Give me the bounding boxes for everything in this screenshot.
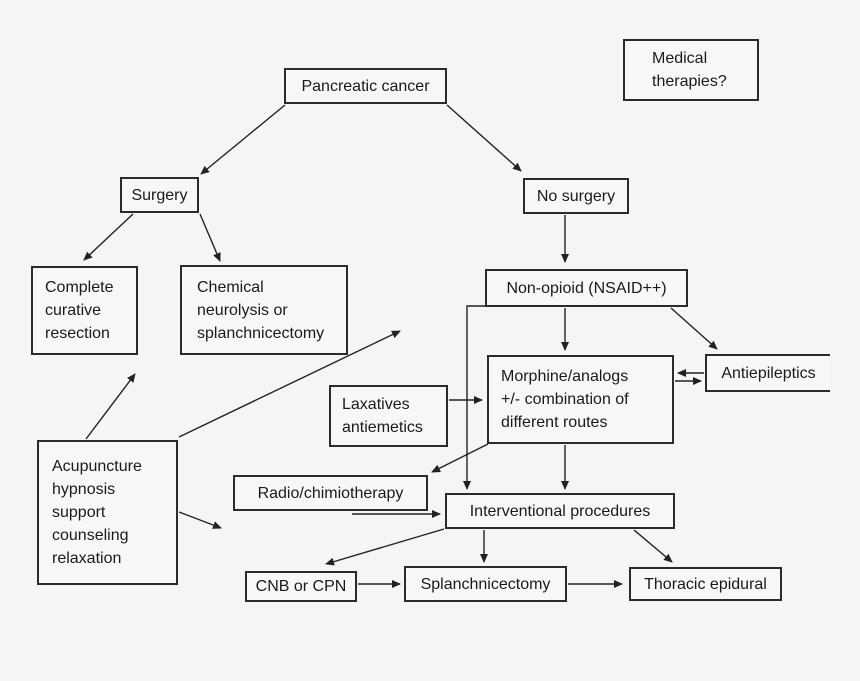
node-morphine-analogs: Morphine/analogs +/- combination of diff…: [487, 355, 674, 444]
node-complete-curative-resection-label: Complete curative resection: [45, 279, 114, 342]
node-laxatives-antiemetics: Laxatives antiemetics: [329, 385, 448, 447]
arrow-pancreatic-to-surgery: [200, 104, 286, 175]
arrow-interventional-to-cnb: [325, 528, 445, 566]
arrow-surgery-to-chemical-neurolysis: [199, 213, 221, 262]
arrow-non-opioid-to-interventional: [463, 305, 486, 490]
arrow-pancreatic-to-no-surgery: [446, 104, 522, 172]
node-interventional-procedures: Interventional procedures: [445, 493, 675, 529]
node-complete-curative-resection: Complete curative resection: [31, 266, 138, 355]
node-pancreatic-cancer-label: Pancreatic cancer: [301, 77, 430, 95]
arrow-morphine-to-radiochimiotherapy: [431, 443, 489, 473]
node-thoracic-epidural-label: Thoracic epidural: [644, 575, 767, 593]
node-cnb-or-cpn: CNB or CPN: [245, 571, 357, 602]
node-cnb-or-cpn-label: CNB or CPN: [255, 578, 347, 595]
node-antiepileptics-label: Antiepileptics: [721, 364, 816, 382]
node-medical-therapies-label: Medical therapies?: [652, 50, 727, 90]
node-chemical-neurolysis: Chemical neurolysis or splanchnicectomy: [180, 265, 348, 355]
node-no-surgery: No surgery: [523, 178, 629, 214]
node-splanchnicectomy: Splanchnicectomy: [404, 566, 567, 602]
arrow-acupuncture-to-morphine-area: [178, 330, 401, 438]
node-splanchnicectomy-label: Splanchnicectomy: [420, 575, 551, 593]
node-acupuncture-group: Acupuncture hypnosis support counseling …: [37, 440, 178, 585]
node-morphine-analogs-label: Morphine/analogs +/- combination of diff…: [501, 368, 629, 431]
arrow-non-opioid-to-antiepileptics: [670, 307, 718, 350]
node-non-opioid-label: Non-opioid (NSAID++): [506, 279, 667, 297]
node-laxatives-antiemetics-label: Laxatives antiemetics: [342, 396, 423, 436]
node-no-surgery-label: No surgery: [536, 187, 616, 205]
node-antiepileptics: Antiepileptics: [705, 354, 830, 392]
node-medical-therapies: Medical therapies?: [623, 39, 759, 101]
arrow-interventional-to-thoracic: [633, 529, 673, 563]
arrow-surgery-to-complete-resection: [83, 213, 134, 261]
arrow-acupuncture-to-interventional-area: [178, 511, 222, 529]
node-acupuncture-group-label: Acupuncture hypnosis support counseling …: [52, 458, 142, 567]
node-thoracic-epidural: Thoracic epidural: [629, 567, 782, 601]
node-radio-chimiotherapy: Radio/chimiotherapy: [233, 475, 428, 511]
node-surgery-label: Surgery: [131, 186, 188, 204]
arrow-acupuncture-to-complete-resection: [85, 373, 136, 440]
node-interventional-procedures-label: Interventional procedures: [469, 502, 651, 520]
node-radio-chimiotherapy-label: Radio/chimiotherapy: [257, 484, 404, 502]
node-pancreatic-cancer: Pancreatic cancer: [284, 68, 447, 104]
node-chemical-neurolysis-label: Chemical neurolysis or splanchnicectomy: [197, 278, 325, 342]
node-surgery: Surgery: [120, 177, 199, 213]
node-non-opioid: Non-opioid (NSAID++): [485, 269, 688, 307]
